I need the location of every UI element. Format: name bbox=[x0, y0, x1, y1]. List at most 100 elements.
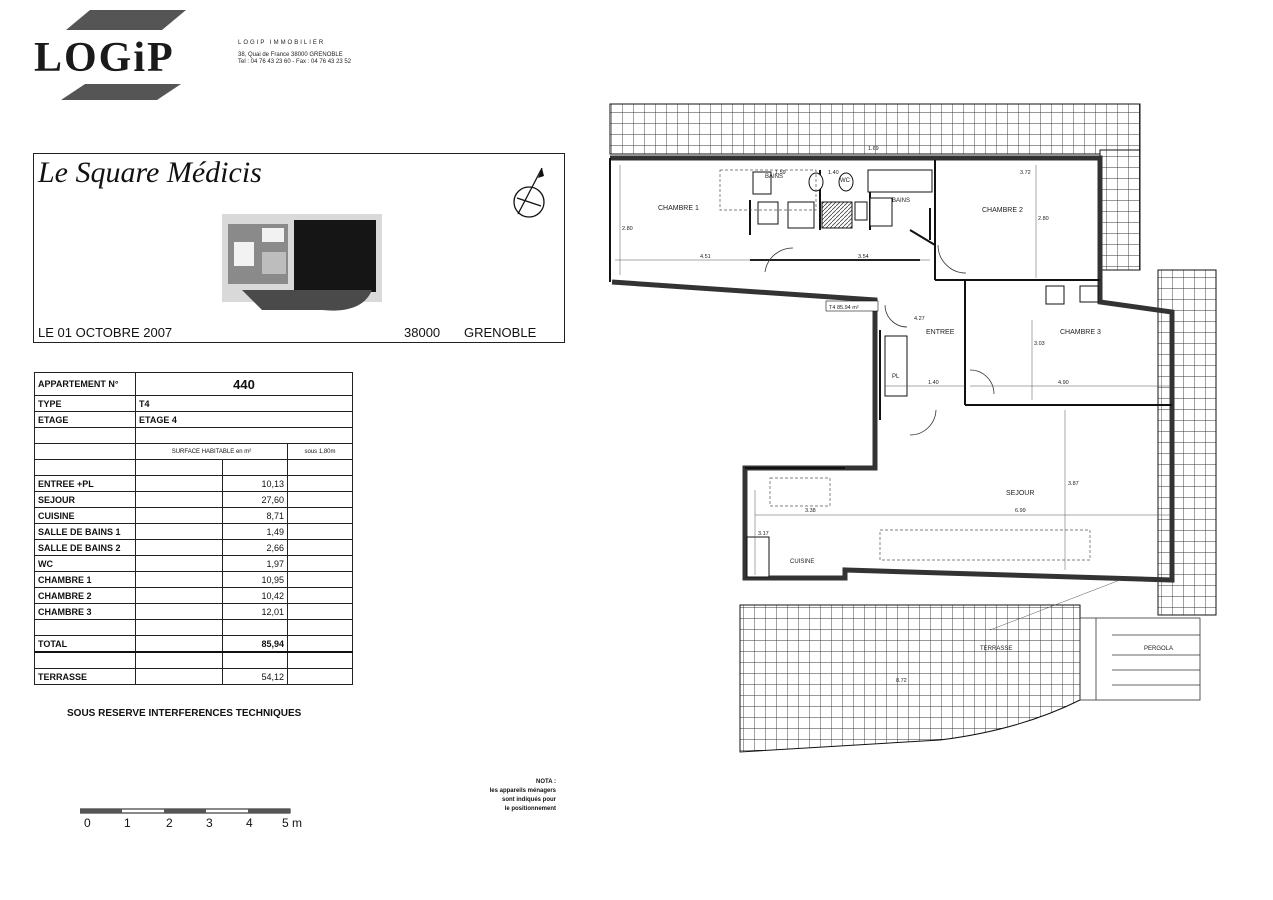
reserve-note: SOUS RESERVE INTERFERENCES TECHNIQUES bbox=[67, 708, 302, 719]
dimension-14: 6.99 bbox=[1015, 508, 1026, 514]
table-row-room: CUISINE 8,71 bbox=[34, 507, 353, 524]
type-label: TYPE bbox=[34, 395, 136, 412]
dimension-2: 1.59 bbox=[775, 170, 786, 176]
scale-label-4: 4 bbox=[246, 816, 253, 830]
dimension-17: 8.72 bbox=[896, 678, 907, 684]
room-name: SEJOUR bbox=[34, 491, 136, 508]
room-name: WC bbox=[34, 555, 136, 572]
floor-value: ETAGE 4 bbox=[135, 411, 353, 428]
table-row-spacer bbox=[34, 619, 353, 636]
scale-label-0: 0 bbox=[84, 816, 91, 830]
city: GRENOBLE bbox=[464, 325, 537, 340]
nota-line3: le positionnement bbox=[504, 806, 556, 812]
scale-label-3: 3 bbox=[206, 816, 213, 830]
room-area: 10,42 bbox=[222, 587, 288, 604]
room-area: 1,49 bbox=[222, 523, 288, 540]
dimension-12: 4.90 bbox=[1058, 380, 1069, 386]
scale-bar bbox=[80, 808, 291, 814]
dimension-11: 1.40 bbox=[928, 380, 939, 386]
dimension-16: 3.87 bbox=[1068, 481, 1079, 487]
title-box: Le Square Médicis LE 01 OCTOBRE 2007 380… bbox=[33, 153, 565, 343]
exterior-walls bbox=[610, 155, 1175, 583]
dimension-6: 4.51 bbox=[700, 254, 711, 260]
room-labels: CHAMBRE 1 CHAMBRE 2 CHAMBRE 3 BAINS BAIN… bbox=[658, 174, 1173, 652]
building-thumbnail bbox=[222, 214, 382, 311]
table-row-room: SEJOUR 27,60 bbox=[34, 491, 353, 508]
apartment-tag: T4 85.94 m² bbox=[829, 305, 859, 311]
table-row-room: SALLE DE BAINS 1 1,49 bbox=[34, 523, 353, 540]
company-info: LOGIP IMMOBILIER 38, Quai de France 3800… bbox=[238, 40, 351, 66]
total-value: 85,94 bbox=[222, 635, 288, 653]
terrace-value: 54,12 bbox=[222, 668, 288, 685]
room-name: SALLE DE BAINS 1 bbox=[34, 523, 136, 540]
dimension-15: 3.17 bbox=[758, 531, 769, 537]
floor-plan: CHAMBRE 1 CHAMBRE 2 CHAMBRE 3 BAINS BAIN… bbox=[609, 103, 1217, 753]
logo: LOGiP bbox=[30, 8, 230, 103]
room-area: 8,71 bbox=[222, 507, 288, 524]
dimension-13: 3.38 bbox=[805, 508, 816, 514]
bathroom-fixtures bbox=[746, 169, 1099, 578]
dimension-9: 4.27 bbox=[914, 316, 925, 322]
room-label-entree: ENTREE bbox=[926, 329, 955, 336]
table-row-room: CHAMBRE 2 10,42 bbox=[34, 587, 353, 604]
room-name: CHAMBRE 3 bbox=[34, 603, 136, 620]
dimension-5: 2.80 bbox=[622, 226, 633, 232]
scale-label-5: 5 m bbox=[282, 816, 303, 830]
surface-header: SURFACE HABITABLE en m² bbox=[135, 443, 288, 460]
terrace-label: TERRASSE bbox=[34, 668, 136, 685]
room-name: CHAMBRE 1 bbox=[34, 571, 136, 588]
company-name: LOGIP IMMOBILIER bbox=[238, 40, 326, 46]
table-row-room: CHAMBRE 3 12,01 bbox=[34, 603, 353, 620]
room-area: 1,97 bbox=[222, 555, 288, 572]
dimension-3: 1.40 bbox=[828, 170, 839, 176]
table-row-room: CHAMBRE 1 10,95 bbox=[34, 571, 353, 588]
scale-label-1: 1 bbox=[124, 816, 131, 830]
nota-title: NOTA : bbox=[536, 779, 556, 785]
document-date: LE 01 OCTOBRE 2007 bbox=[38, 325, 173, 340]
door-swings bbox=[764, 244, 995, 436]
nota: NOTA : les appareils ménagers sont indiq… bbox=[440, 778, 556, 814]
project-title: Le Square Médicis bbox=[38, 156, 262, 189]
room-name: ENTREE +PL bbox=[34, 475, 136, 492]
room-area: 12,01 bbox=[222, 603, 288, 620]
room-label-chambre1: CHAMBRE 1 bbox=[658, 205, 699, 212]
room-area: 10,95 bbox=[222, 571, 288, 588]
table-row-total: TOTAL 85,94 bbox=[34, 635, 353, 653]
table-row-type: TYPE T4 bbox=[34, 395, 353, 412]
room-label-wc: WC bbox=[840, 178, 851, 184]
terrace-tiles bbox=[609, 103, 1217, 753]
company-phone: Tel : 04 76 43 23 60 - Fax : 04 76 43 23… bbox=[238, 59, 352, 65]
total-label: TOTAL bbox=[34, 635, 136, 653]
room-label-pl: PL bbox=[892, 374, 900, 380]
table-row-spacer bbox=[34, 459, 353, 476]
dimension-8: 2.80 bbox=[1038, 216, 1049, 222]
type-value: T4 bbox=[135, 395, 353, 412]
table-row-floor: ETAGE ETAGE 4 bbox=[34, 411, 353, 428]
table-row-spacer bbox=[34, 651, 353, 669]
room-label-cuisine: CUISINE bbox=[790, 559, 814, 565]
apartment-table: APPARTEMENT N° 440 TYPE T4 ETAGE ETAGE 4… bbox=[34, 372, 353, 685]
pergola bbox=[1079, 617, 1201, 701]
nota-line2: sont indiqués pour bbox=[502, 797, 556, 803]
room-label-bains1: BAINS bbox=[765, 174, 783, 180]
under-height-header: sous 1,80m bbox=[287, 443, 353, 460]
room-area: 27,60 bbox=[222, 491, 288, 508]
room-name: CHAMBRE 2 bbox=[34, 587, 136, 604]
table-row-room: WC 1,97 bbox=[34, 555, 353, 572]
room-label-chambre3: CHAMBRE 3 bbox=[1060, 329, 1101, 336]
dimension-1: 1.69 bbox=[868, 146, 879, 152]
room-label-terrasse: TERRASSE bbox=[980, 646, 1012, 652]
scale-label-2: 2 bbox=[166, 816, 173, 830]
north-arrow-icon bbox=[513, 167, 545, 218]
postcode: 38000 bbox=[404, 325, 441, 340]
table-row-room: ENTREE +PL 10,13 bbox=[34, 475, 353, 492]
room-label-sejour: SEJOUR bbox=[1006, 490, 1034, 497]
dimension-7: 3.54 bbox=[858, 254, 869, 260]
dimension-4: 3.72 bbox=[1020, 170, 1031, 176]
logo-brand: LOGiP bbox=[34, 35, 175, 81]
room-label-pergola: PERGOLA bbox=[1144, 646, 1173, 652]
room-name: SALLE DE BAINS 2 bbox=[34, 539, 136, 556]
room-area: 10,13 bbox=[222, 475, 288, 492]
room-name: CUISINE bbox=[34, 507, 136, 524]
